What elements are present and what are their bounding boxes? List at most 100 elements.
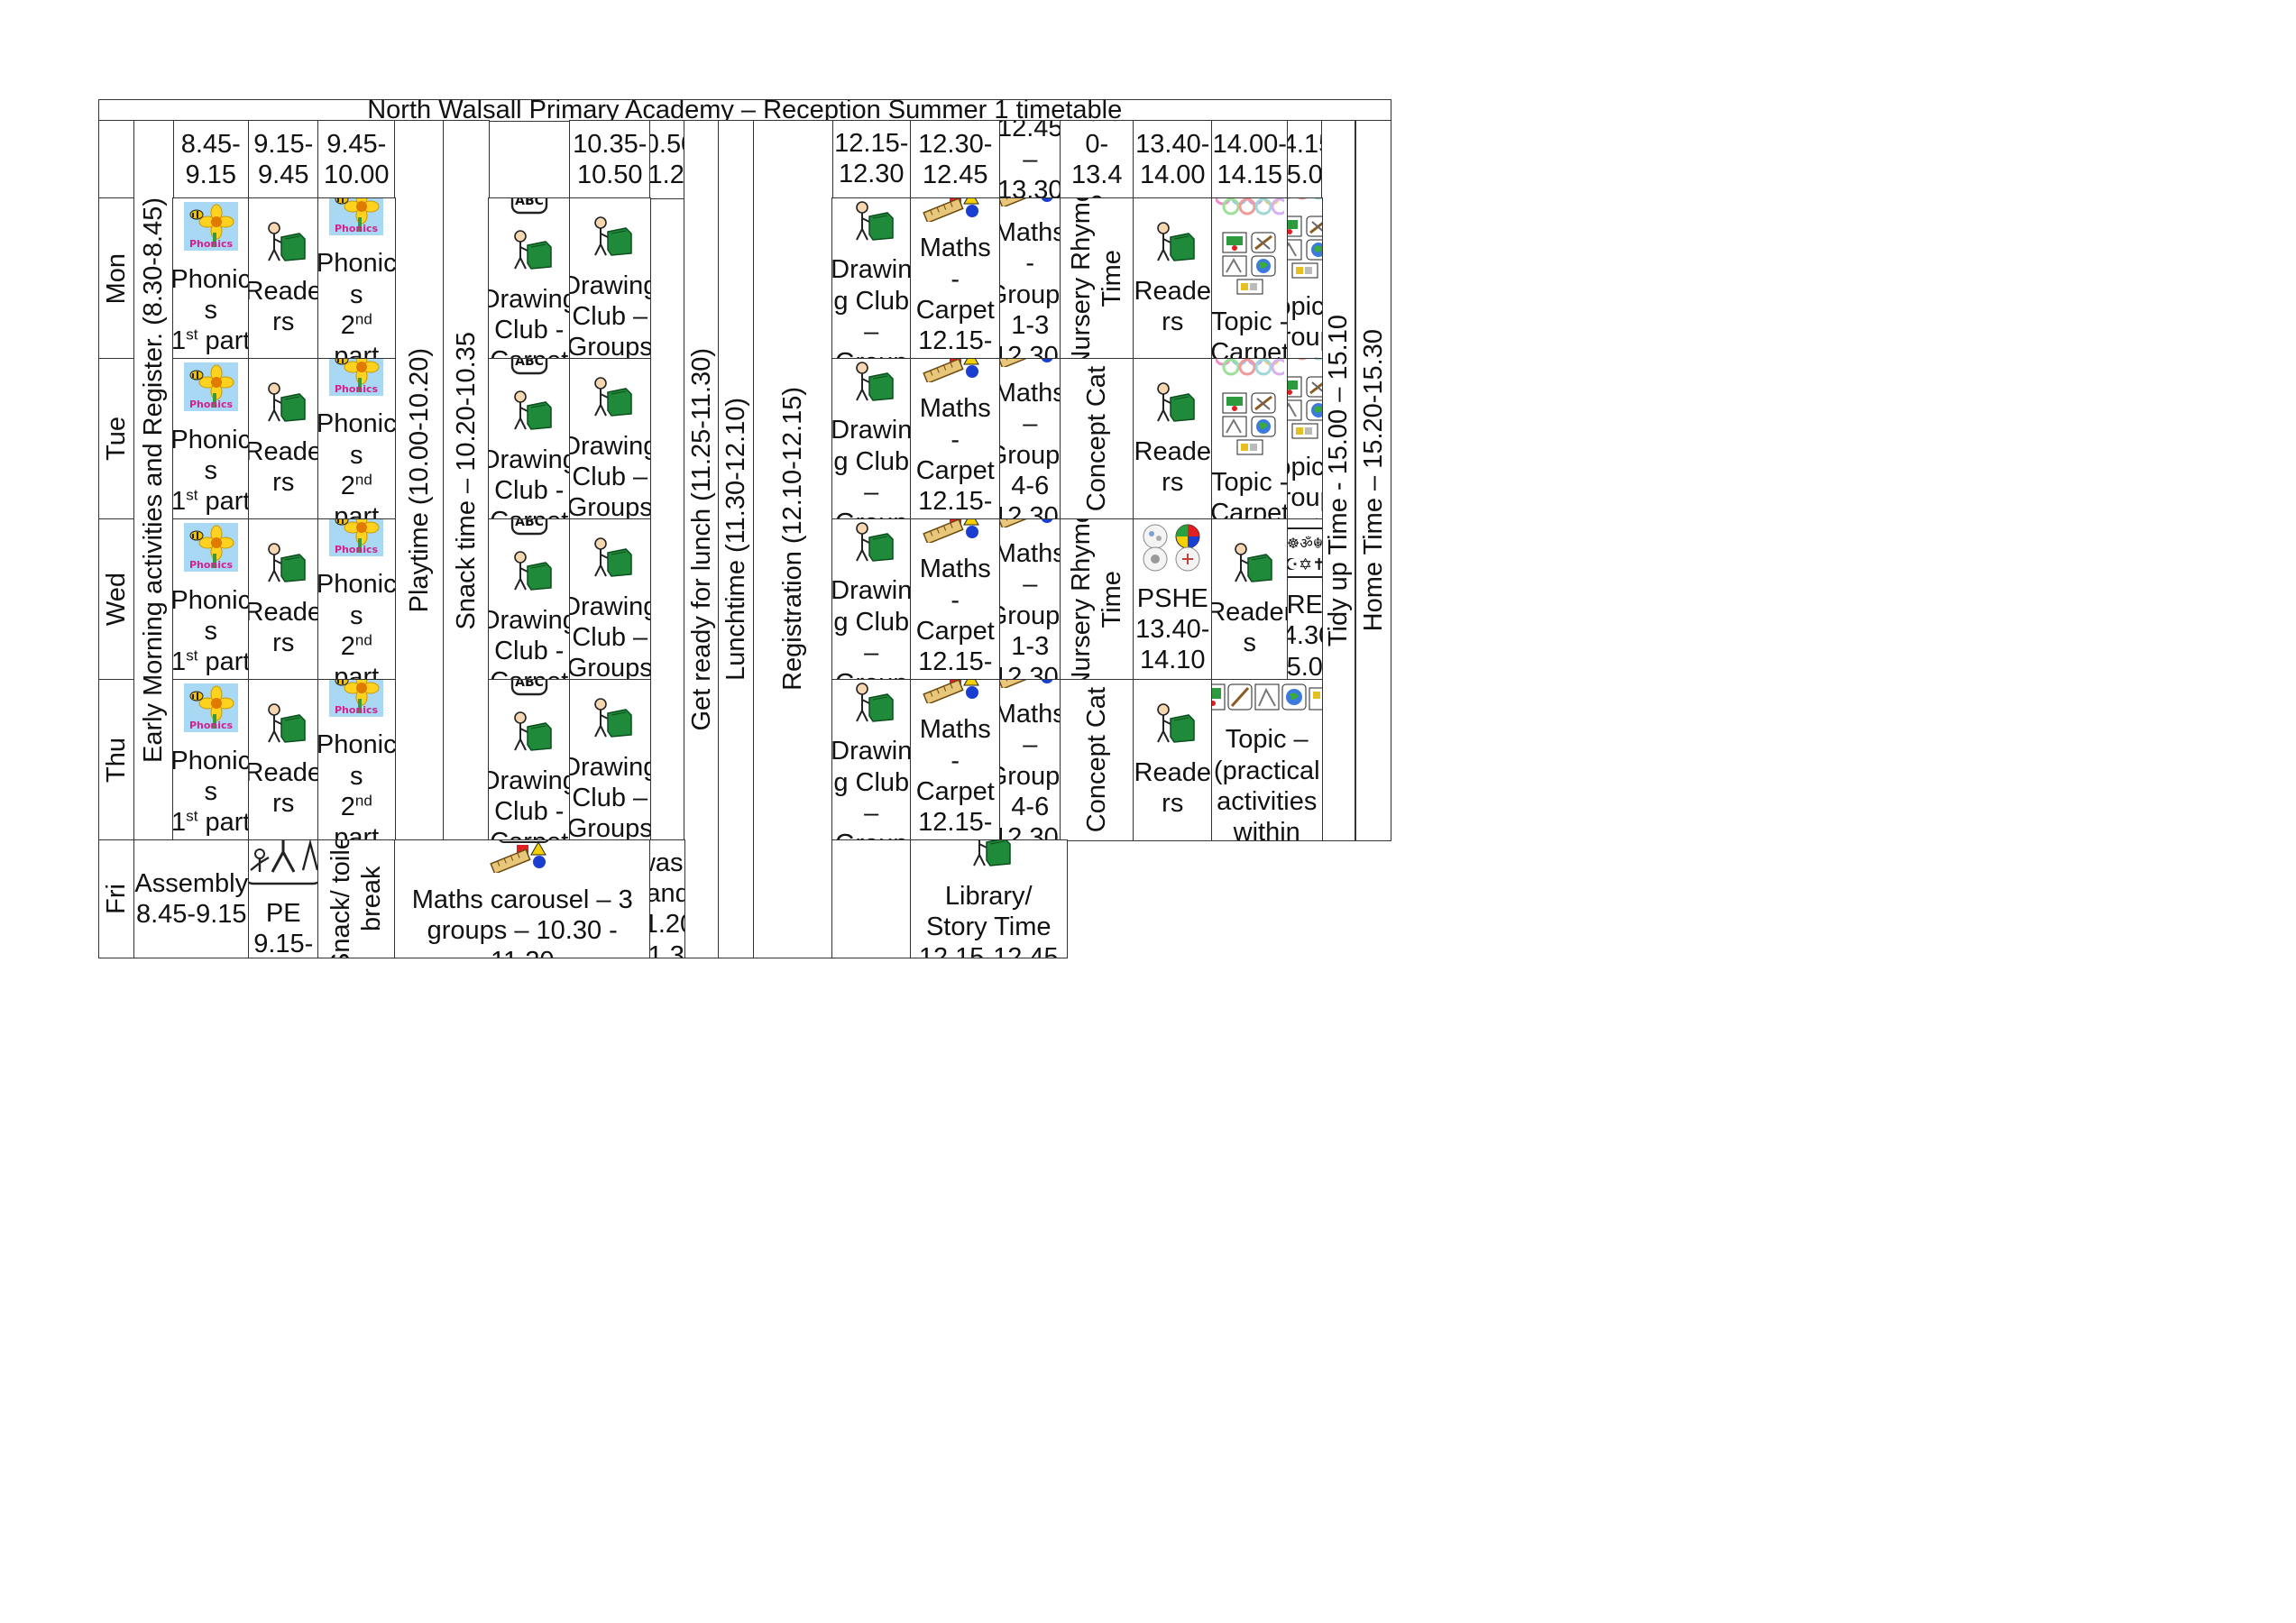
icon-group: ABC <box>491 358 567 441</box>
reader-icon <box>963 839 1014 877</box>
re-icon: ☸ॐ☬ ☪✡✝ <box>1287 527 1323 586</box>
icon-group: 2+3=5 <box>999 358 1061 374</box>
reader-icon <box>584 535 635 587</box>
svg-text:Phonics: Phonics <box>335 544 379 555</box>
abc-icon: ABC <box>589 359 630 367</box>
svg-text:2+3=5: 2+3=5 <box>502 839 546 840</box>
icon-group: ABC <box>835 198 908 251</box>
icon-group <box>248 839 318 894</box>
icon-group: ☸ॐ☬ ☪✡✝ <box>1287 527 1323 586</box>
cell-text: Maths -Groups1-312.30-13.30 <box>1000 218 1061 360</box>
friday-empty <box>831 839 912 958</box>
icon-group <box>1225 540 1275 592</box>
icon-group: 2+3=5 <box>999 679 1061 695</box>
svg-text:Phonics: Phonics <box>335 704 379 716</box>
reader-icon <box>504 388 555 440</box>
topic-circles-icon <box>1287 197 1322 207</box>
topic-circles-icon <box>1214 358 1288 384</box>
cell-text: Snack time – 10.20-10.35 <box>451 331 481 629</box>
time-label: 9.15-9.45 <box>253 129 314 189</box>
reader-icon <box>584 214 635 266</box>
abc-icon: ABC <box>589 680 630 688</box>
reader-icon <box>1147 380 1198 432</box>
icon-group: Phonics <box>327 358 385 405</box>
time-label: 13.30-13.40 <box>1071 121 1123 198</box>
time-label: 13.40-14.00 <box>1135 129 1210 189</box>
topic-carpet: Topic -Carpet <box>1211 358 1289 520</box>
icon-group: ABC <box>835 519 908 572</box>
header-corner <box>98 120 135 199</box>
svg-text:☸ॐ☬: ☸ॐ☬ <box>1287 535 1323 552</box>
maths-groups: 2+3=5 Maths -Groups1-312.30-13.30 <box>999 197 1061 360</box>
reader-icon <box>1147 701 1198 753</box>
page-title: North Walsall Primary Academy – Receptio… <box>98 99 1391 122</box>
icon-group: 2+3=5 <box>923 679 987 711</box>
day-label-wed: Wed <box>98 518 135 681</box>
maths-icon: 2+3=5 <box>923 518 987 550</box>
reader-icon <box>846 359 896 411</box>
time-label: 14.00-14.15 <box>1212 129 1287 189</box>
time-label: 10.50-11.25 <box>649 129 684 189</box>
svg-text:ABC: ABC <box>515 358 544 369</box>
phonics-icon: Phonics <box>327 679 385 726</box>
icon-group <box>258 380 308 432</box>
cell-text: Topic –Groups4-6 <box>1288 452 1323 519</box>
phonics-icon: Phonics <box>327 358 385 405</box>
svg-text:ABC: ABC <box>515 679 544 690</box>
maths-icon: 2+3=5 <box>490 839 555 881</box>
svg-text:Phonics: Phonics <box>189 720 234 731</box>
cell-text: Tidy up Time - 15.00 – 15.10 <box>1324 314 1354 646</box>
icon-group <box>1147 701 1198 753</box>
tidy-up-column: Tidy up Time - 15.00 – 15.10 <box>1321 120 1356 841</box>
cell-text: washhands11.20-11.30 <box>649 848 684 958</box>
svg-text:Phonics: Phonics <box>189 238 234 250</box>
playtime-column: Playtime (10.00-10.20) <box>394 120 445 841</box>
icon-group: ABC <box>491 518 567 601</box>
day-label-mon: Mon <box>98 197 135 360</box>
maths-groups: 2+3=5 Maths –Groups4-612.30-13.30 <box>999 679 1061 841</box>
reader-icon <box>258 380 308 432</box>
time-header: 13.40-14.00 <box>1133 120 1213 199</box>
time-label: 9.45-10.00 <box>323 129 390 189</box>
time-header: 14.15-15.00 <box>1287 120 1323 199</box>
time-header: 9.15-9.45 <box>248 120 319 199</box>
cell-text: Get ready for lunch (11.25-11.30) <box>686 347 716 731</box>
cell-text: Registration (12.10-12.15) <box>778 387 808 692</box>
icon-group <box>1147 219 1198 271</box>
topic-groups: Topic –Groups4-6 <box>1287 358 1323 520</box>
reader-icon <box>1225 540 1275 592</box>
reader-icon <box>258 701 308 753</box>
icon-group: ABC <box>573 519 647 588</box>
